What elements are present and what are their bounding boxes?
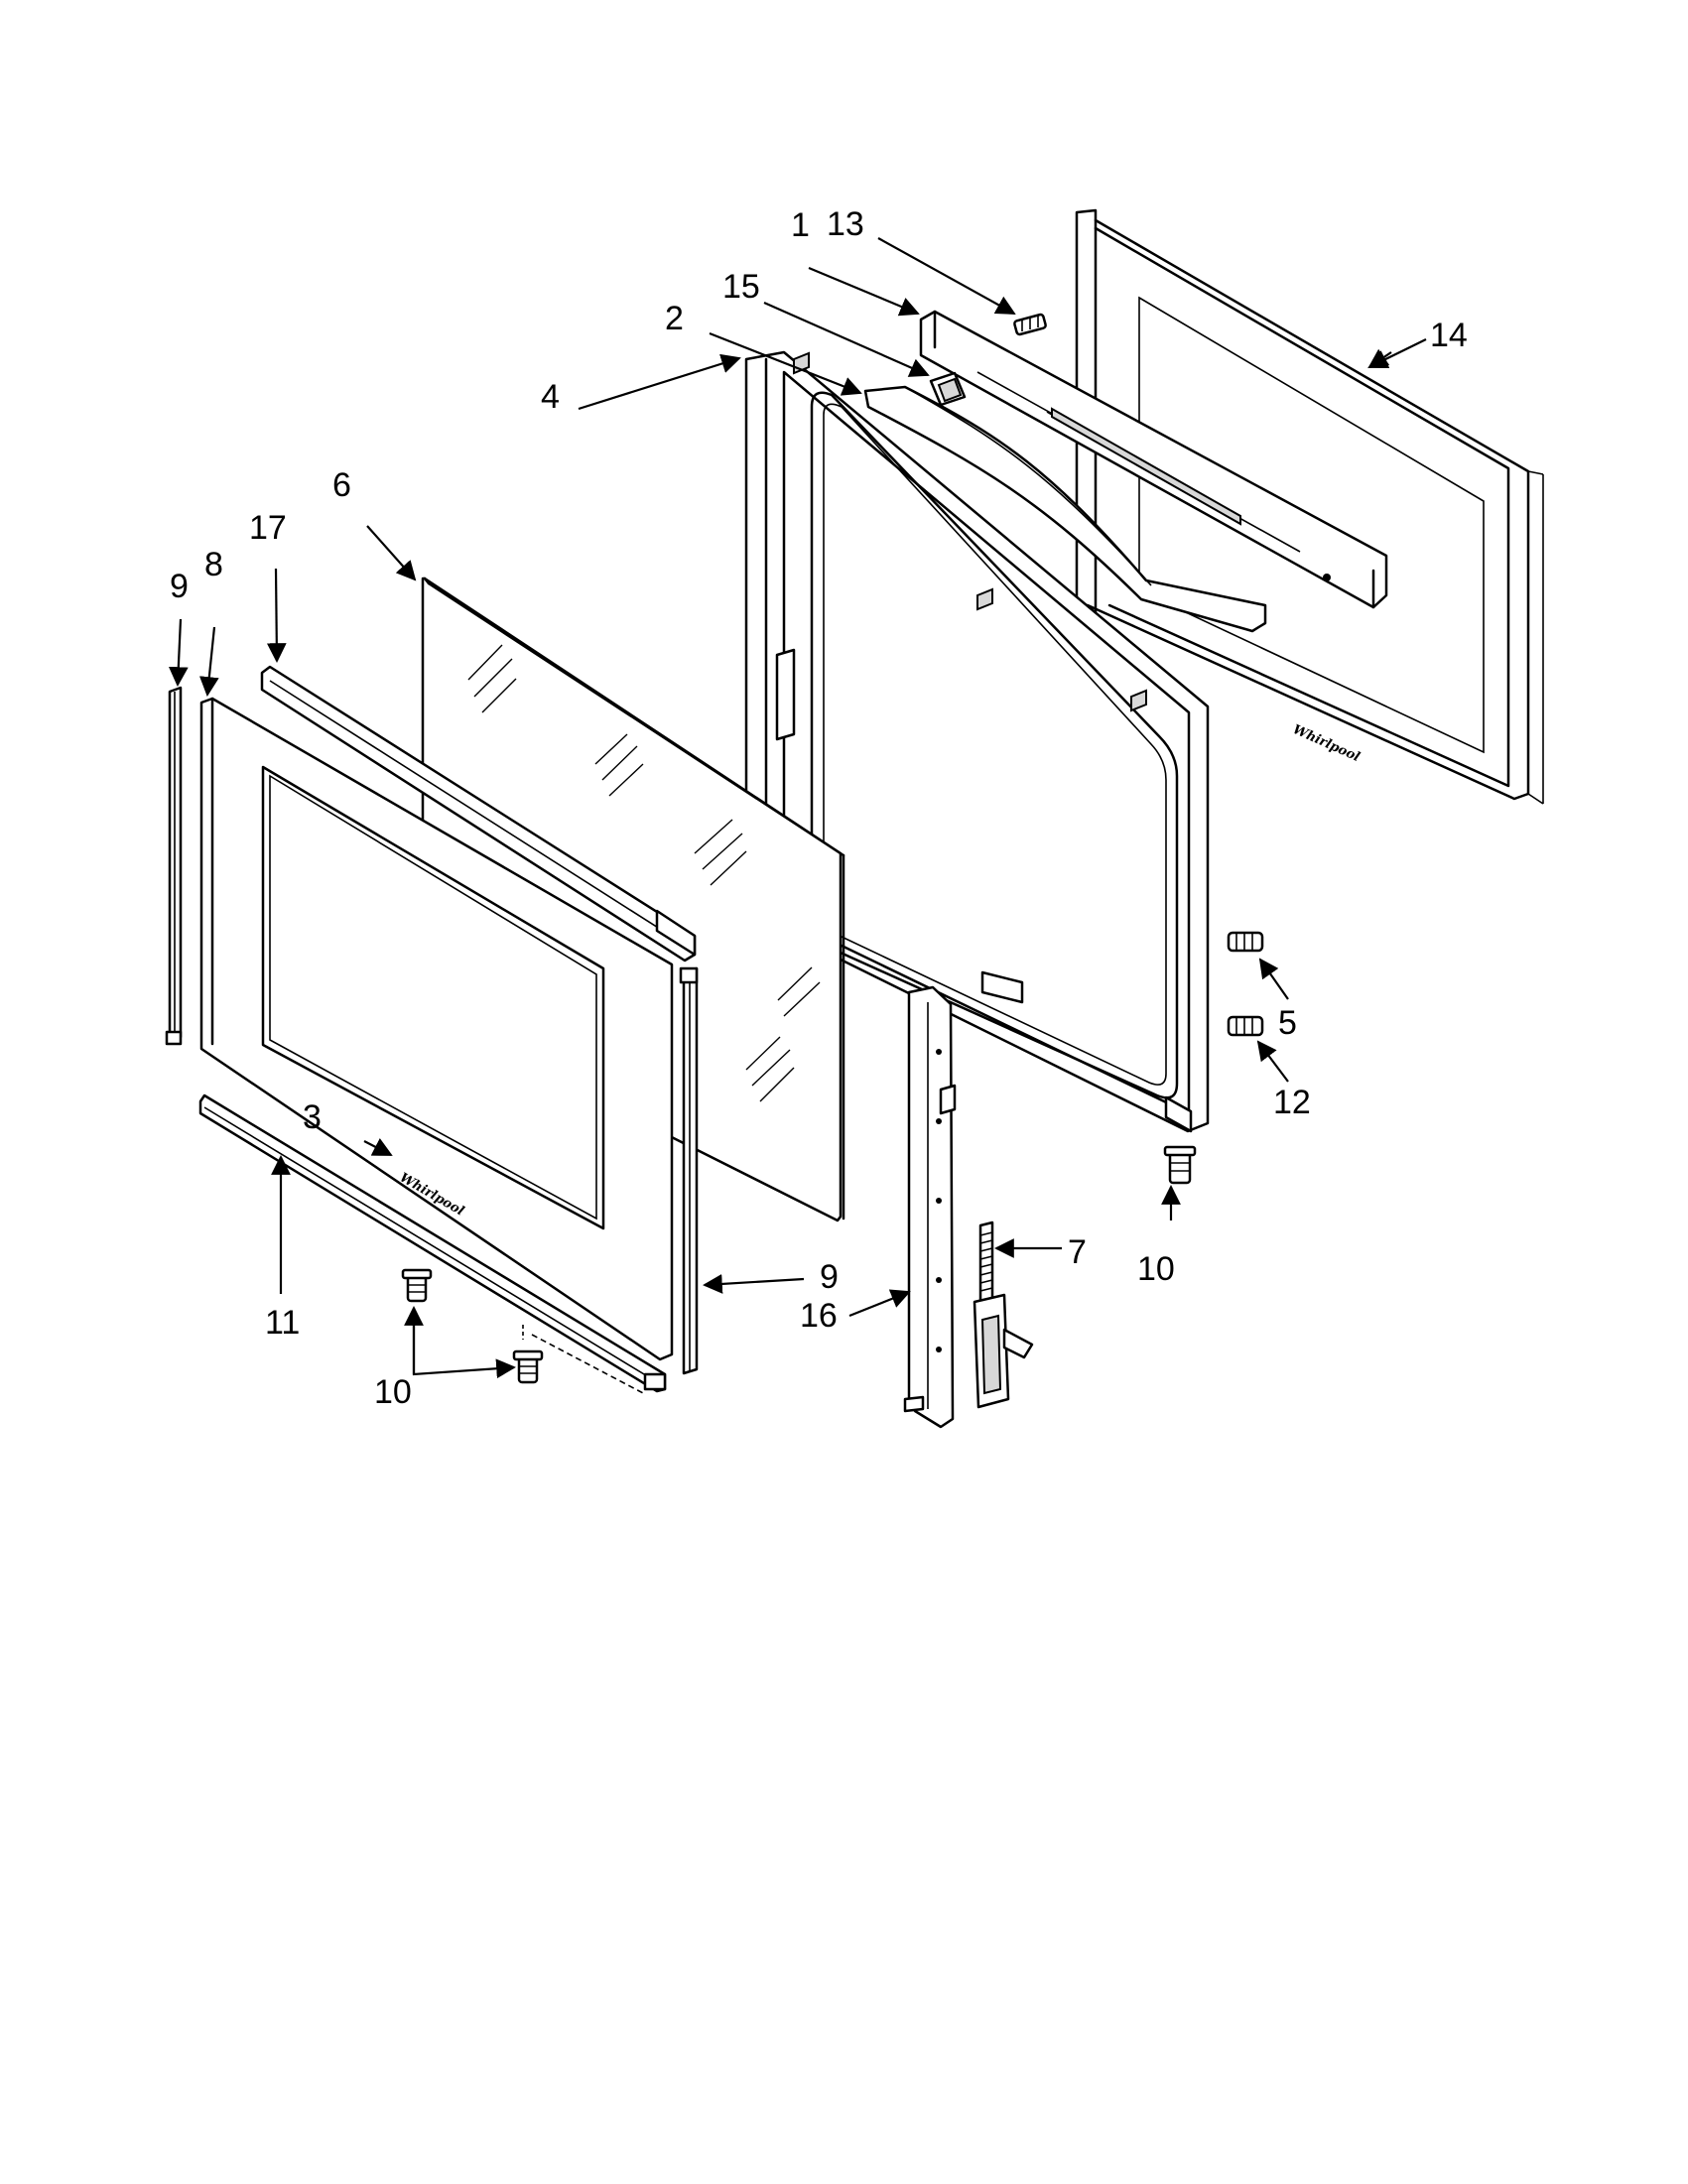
callout-5: 5 bbox=[1278, 1004, 1297, 1042]
door-handle bbox=[863, 385, 1267, 633]
bottom-trim bbox=[198, 1093, 667, 1393]
glass-glare-marks bbox=[467, 644, 821, 1102]
door-hinge bbox=[973, 1220, 1034, 1409]
screw-10-left-b bbox=[512, 1349, 544, 1384]
leader-lines bbox=[168, 237, 1427, 1379]
screw-10-left-a bbox=[401, 1268, 433, 1303]
callout-3: 3 bbox=[303, 1098, 322, 1136]
callout-2: 2 bbox=[665, 300, 684, 337]
callout-10-right: 10 bbox=[1137, 1250, 1175, 1288]
callout-16: 16 bbox=[800, 1297, 838, 1335]
hinge-receptacle bbox=[903, 985, 957, 1429]
brand-logo-rear: Whirlpool bbox=[1290, 722, 1362, 765]
callout-1: 1 bbox=[791, 206, 810, 244]
callout-labels: 1 2 3 4 5 6 7 8 9 9 10 10 11 12 13 14 15… bbox=[170, 205, 1468, 1411]
callout-13: 13 bbox=[827, 205, 864, 243]
callout-14: 14 bbox=[1430, 317, 1468, 354]
callout-15: 15 bbox=[722, 268, 760, 306]
callout-11: 11 bbox=[265, 1304, 300, 1342]
screw-13 bbox=[1013, 313, 1047, 336]
screw-10-right bbox=[1163, 1145, 1197, 1185]
door-top-trim bbox=[919, 310, 1388, 609]
callout-17: 17 bbox=[249, 509, 287, 547]
hinge-spring bbox=[979, 1231, 993, 1292]
callout-10-left: 10 bbox=[374, 1373, 412, 1411]
callout-8: 8 bbox=[204, 546, 223, 583]
callout-9-right: 9 bbox=[820, 1258, 839, 1296]
screw-12 bbox=[1227, 1015, 1264, 1037]
callout-6: 6 bbox=[332, 466, 351, 504]
handle-bracket bbox=[929, 371, 967, 407]
callout-12: 12 bbox=[1273, 1084, 1311, 1121]
left-side-trim bbox=[165, 686, 183, 1046]
callout-4: 4 bbox=[541, 378, 560, 416]
right-side-trim bbox=[679, 966, 699, 1375]
top-channel bbox=[260, 665, 697, 963]
callout-9-left: 9 bbox=[170, 568, 189, 605]
callout-7: 7 bbox=[1068, 1233, 1087, 1271]
screw-5 bbox=[1227, 931, 1264, 953]
